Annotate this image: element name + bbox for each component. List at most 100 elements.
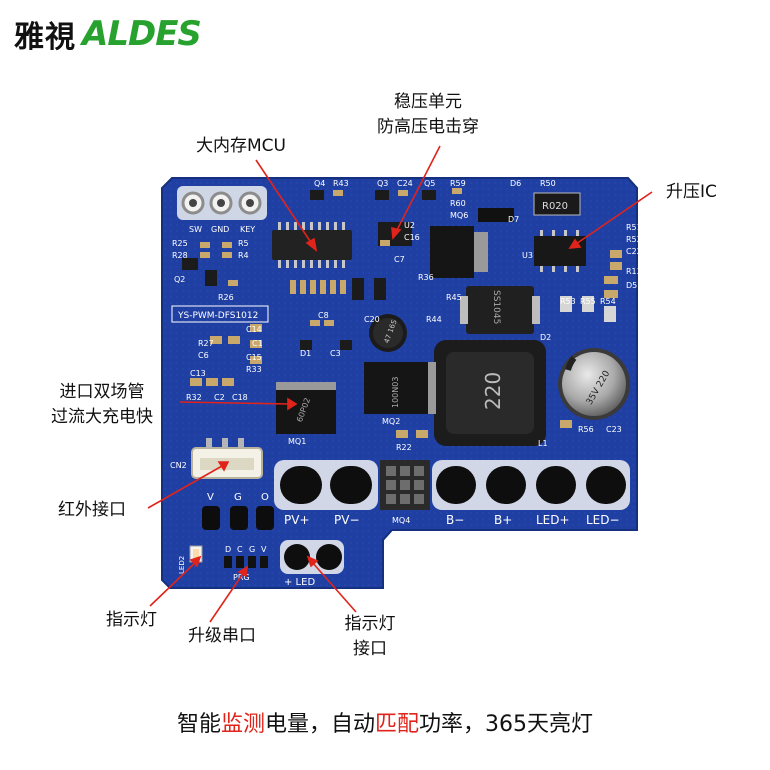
- prg-pin-c: C: [237, 545, 243, 554]
- header-label-sw: SW: [189, 225, 202, 234]
- silk-label: C18: [232, 393, 248, 402]
- board-model-label: YS-PWM-DFS1012: [177, 311, 258, 321]
- ir-label-g: G: [234, 492, 242, 503]
- silk-label: U2: [404, 221, 415, 230]
- small-capacitor: [369, 314, 407, 352]
- silk-label: C8: [318, 311, 329, 320]
- prg-pin-v: V: [261, 545, 267, 554]
- header-label-gnd: GND: [211, 225, 229, 234]
- diode-marking: SS1045: [491, 290, 501, 324]
- silk-label: R5: [238, 239, 249, 248]
- silk-label: D5: [626, 281, 637, 290]
- pad-label-b-plus: B+: [494, 513, 512, 527]
- pad-label-pv-plus: PV+: [284, 513, 310, 527]
- header-label-key: KEY: [240, 225, 255, 234]
- pad-label-led-minus: LED−: [586, 513, 620, 527]
- silk-label: C22: [626, 247, 642, 256]
- callout-arrows: [147, 145, 653, 623]
- resistor-r020-marking: R020: [542, 201, 568, 212]
- pad-row-right: [432, 460, 630, 510]
- led-connector-label: + LED: [284, 577, 315, 588]
- silk-label: R55: [580, 297, 596, 306]
- pad-label-mq4: MQ4: [392, 516, 410, 525]
- led2-silk-label: LED2: [178, 556, 186, 574]
- silk-label: C24: [397, 179, 413, 188]
- brand-logo: 雅視 ALDES: [14, 12, 202, 56]
- silk-label: L1: [538, 439, 548, 448]
- callout-indicator-port: 指示灯 接口: [330, 612, 410, 662]
- callout-mosfet-line2: 过流大充电快: [51, 407, 153, 427]
- silk-label: C1: [252, 339, 263, 348]
- regulator-chip: [430, 226, 488, 278]
- mosfet-mq1: [276, 382, 336, 434]
- footer-text-3: 功率，365天亮灯: [419, 712, 594, 737]
- brand-name-chinese: 雅視: [14, 20, 76, 55]
- silk-label: R32: [186, 393, 202, 402]
- callout-regulator-line1: 稳压单元: [394, 92, 462, 112]
- mq4-component: [380, 460, 430, 510]
- callout-regulator: 稳压单元 防高压电击穿: [358, 90, 498, 140]
- ir-label-v: V: [207, 492, 214, 503]
- pad-label-pv-minus: PV−: [334, 513, 360, 527]
- silk-label: R22: [396, 443, 412, 452]
- silk-label: R43: [333, 179, 349, 188]
- prg-pin-g: G: [249, 545, 255, 554]
- mq2-marking: 100N03: [391, 377, 400, 408]
- callout-regulator-line2: 防高压电击穿: [377, 117, 479, 137]
- silk-label: C2: [214, 393, 225, 402]
- large-capacitor: [558, 348, 630, 420]
- pad-label-led-plus: LED+: [536, 513, 570, 527]
- silk-label: C16: [404, 233, 420, 242]
- silk-label: R13: [626, 267, 642, 276]
- schottky-diode: [460, 286, 540, 334]
- silk-label: Q2: [174, 275, 185, 284]
- pad-row-left: [274, 460, 378, 510]
- silk-label: R4: [238, 251, 249, 260]
- mosfet-mq2: [364, 362, 436, 414]
- boost-ic-chip: [534, 230, 586, 272]
- silk-label: R56: [578, 425, 594, 434]
- silk-label: C14: [246, 325, 262, 334]
- silk-label: R26: [218, 293, 234, 302]
- silk-label: R52: [626, 235, 642, 244]
- callout-mosfet-line1: 进口双场管: [59, 382, 145, 402]
- silk-label: R36: [418, 273, 434, 282]
- pad-label-b-minus: B−: [446, 513, 464, 527]
- callout-upgrade-serial: 升级串口: [188, 626, 256, 646]
- header-pads: [177, 186, 267, 220]
- silk-label: C3: [330, 349, 341, 358]
- footer-highlight-2: 匹配: [375, 712, 420, 737]
- silk-label: Q5: [424, 179, 435, 188]
- silk-label: U3: [522, 251, 533, 260]
- silk-label: D2: [540, 333, 551, 342]
- silk-label: C13: [190, 369, 206, 378]
- footer-text-2: 电量，自动: [265, 712, 376, 737]
- programming-pads: [224, 556, 268, 568]
- silk-label: C23: [606, 425, 622, 434]
- callout-mosfet: 进口双场管 过流大充电快: [22, 380, 182, 430]
- led-connector-pads: [280, 540, 344, 574]
- footer-highlight-1: 监测: [220, 712, 265, 737]
- silk-label: R25: [172, 239, 188, 248]
- silk-label: R28: [172, 251, 188, 260]
- silk-label: MQ1: [288, 437, 306, 446]
- brand-name-latin: ALDES: [82, 14, 202, 54]
- prg-pin-d: D: [225, 545, 231, 554]
- silk-label: R27: [198, 339, 214, 348]
- callout-ir-port: 红外接口: [58, 500, 126, 520]
- silk-label: R59: [450, 179, 466, 188]
- ir-pads: [202, 506, 274, 530]
- silkscreen-references: Q4 R43 Q3 C24 Q5 R59 D6 R50 R60 MQ6 U2 C…: [172, 179, 642, 452]
- silk-label: C20: [364, 315, 380, 324]
- silk-label: D6: [510, 179, 521, 188]
- footer-caption: 智能监测电量，自动匹配功率，365天亮灯: [0, 706, 770, 738]
- callout-boost-ic: 升压IC: [666, 182, 717, 202]
- inductor-marking: 220: [481, 372, 505, 410]
- silk-label: D1: [300, 349, 311, 358]
- silk-label: R33: [246, 365, 262, 374]
- silk-label: MQ2: [382, 417, 400, 426]
- silk-label: R54: [600, 297, 616, 306]
- callout-mcu: 大内存MCU: [196, 136, 286, 156]
- silk-label: R44: [426, 315, 442, 324]
